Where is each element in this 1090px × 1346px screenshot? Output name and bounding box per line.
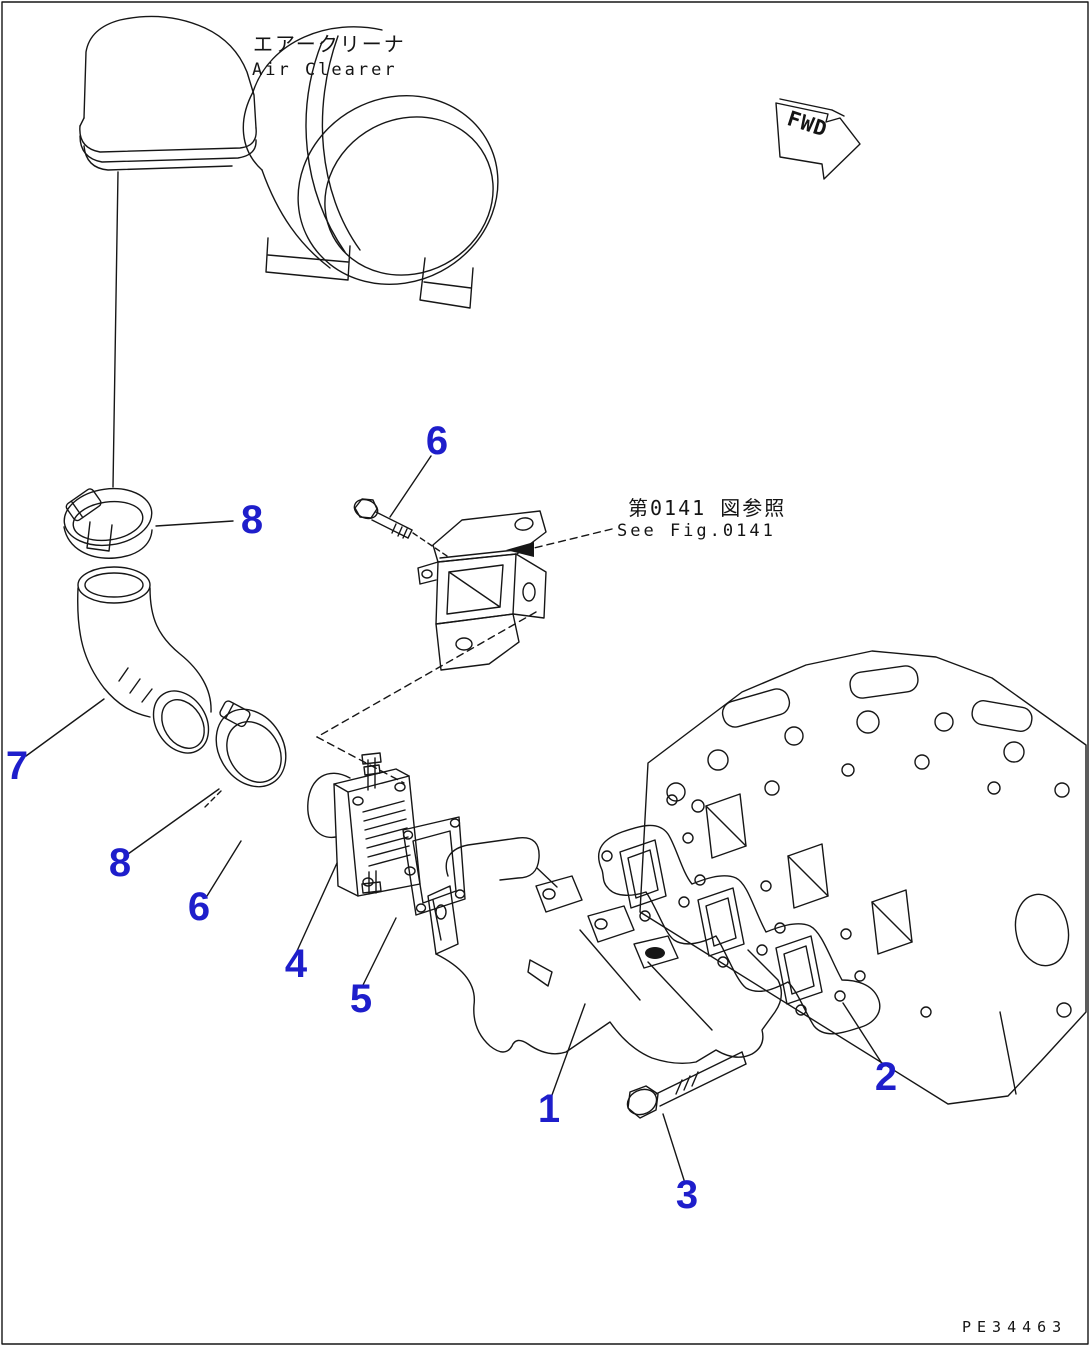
- air-cleaner-label-en: Air Clearer: [252, 60, 398, 80]
- callout-part-6-upper: 6: [425, 419, 449, 463]
- bracket-drawing: [417, 510, 547, 671]
- callout-part-8-lower: 8: [108, 841, 132, 885]
- intake-manifold-drawing: [427, 837, 783, 1065]
- see-fig-leader-arrow: [506, 528, 613, 557]
- air-cleaner-drawing: [79, 15, 499, 488]
- callout-part-1: 1: [537, 1087, 561, 1131]
- air-hose-drawing: [77, 566, 212, 754]
- assembly-dashed-lines: [316, 532, 537, 784]
- callout-leader-lines: [25, 455, 882, 1181]
- callout-part-2: 2: [874, 1055, 898, 1099]
- hose-clamp-lower-drawing: [204, 700, 287, 808]
- see-figure-label-jp: 第0141 図参照: [628, 496, 787, 520]
- bolt-upper-drawing: [353, 498, 413, 539]
- callout-part-6-lower: 6: [187, 885, 211, 929]
- manifold-gasket-drawing: [597, 824, 881, 1035]
- air-cleaner-label-jp: エアークリーナ: [253, 32, 406, 56]
- manifold-bolt-drawing: [626, 1051, 747, 1119]
- air-connector-drawing: [307, 752, 421, 897]
- callout-part-5: 5: [349, 977, 373, 1021]
- see-figure-label-en: See Fig.0141: [617, 521, 776, 541]
- callout-part-8-upper: 8: [240, 498, 264, 542]
- connector-gasket-drawing: [402, 816, 466, 916]
- drawing-code: PE34463: [962, 1318, 1068, 1336]
- callout-part-3: 3: [675, 1173, 699, 1217]
- cylinder-head-drawing: [639, 650, 1087, 1105]
- callout-part-4: 4: [284, 942, 308, 986]
- hose-clamp-upper-drawing: [63, 487, 153, 559]
- callout-part-7: 7: [5, 744, 29, 788]
- fwd-direction-symbol: [775, 98, 861, 180]
